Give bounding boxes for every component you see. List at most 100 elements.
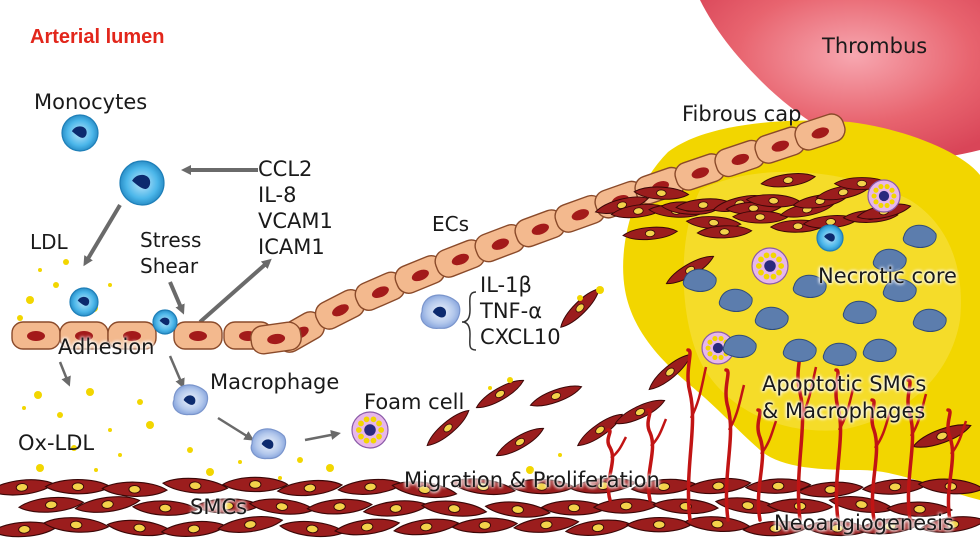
apoptotic-cell (754, 306, 789, 330)
ldl-particle (53, 282, 59, 288)
monocyte-cell (69, 287, 99, 317)
smooth-muscle-cell (622, 226, 679, 241)
immune-cells (61, 114, 947, 460)
smooth-muscle-cell (540, 500, 608, 516)
apoptotic-label-line1: Apoptotic SMCs (762, 372, 927, 396)
neovessel (646, 408, 655, 502)
smooth-muscle-cell (160, 520, 228, 537)
ldl-particle (38, 268, 42, 272)
neovessel-branch (610, 436, 628, 459)
smooth-muscle-cell (625, 517, 693, 533)
chemokine-item: ICAM1 (258, 235, 325, 259)
smooth-muscle-cell (276, 479, 344, 497)
ldl-particle (26, 296, 34, 304)
necrotic-core-shade (683, 171, 961, 431)
chemokine-item: CCL2 (258, 157, 313, 181)
arterial-lumen-label: Arterial lumen (30, 26, 165, 48)
neovessel-branch (689, 366, 708, 419)
chemokine-list: CCL2 IL-8 VCAM1 ICAM1 (258, 156, 333, 260)
foam-cell (751, 247, 789, 285)
smooth-muscle-cell (919, 516, 980, 533)
neovessel (946, 408, 955, 522)
neovessel-branch (950, 420, 968, 455)
smooth-muscle-cell (451, 517, 519, 534)
arrows (58, 165, 477, 442)
ldl-particle (558, 453, 562, 457)
adhesion-label: Adhesion (58, 335, 155, 359)
arrow-macrophage-to-next (217, 416, 255, 441)
endothelial-cell (11, 321, 61, 350)
neovessel (756, 408, 765, 522)
smooth-muscle-cell (594, 196, 650, 214)
smooth-muscle-cell (610, 203, 667, 219)
apoptotic-cell (882, 278, 917, 302)
endothelial-cell (173, 321, 223, 350)
smooth-muscle-cell (106, 519, 173, 537)
smooth-muscle-cell (393, 518, 460, 536)
ecs-label: ECs (432, 212, 470, 236)
apoptotic-cell (842, 300, 877, 324)
apoptotic-label-line2: & Macrophages (762, 399, 926, 423)
smooth-muscle-cell (633, 186, 690, 200)
apoptotic-cell (722, 334, 757, 358)
smooth-muscle-cell (684, 516, 751, 532)
smooth-muscle-cell (74, 496, 141, 513)
smooth-muscle-cell (714, 497, 782, 514)
thrombus-region (700, 0, 980, 160)
neovessel-branch (909, 393, 928, 437)
smooth-muscle-cell (334, 518, 401, 536)
foam-cell (351, 411, 389, 449)
ldl-particle (108, 428, 112, 432)
ldl-particle (63, 259, 69, 265)
cytokine-item: TNF-α (480, 299, 543, 323)
macrophage-cell (420, 294, 461, 329)
macrophage-cell (172, 384, 209, 416)
ldl-particle (22, 406, 26, 410)
ldl-particle (596, 286, 604, 294)
ldl-particle (36, 464, 44, 472)
smooth-muscle-cell (131, 500, 199, 516)
neovessels (606, 348, 968, 522)
smooth-muscle-cell (685, 477, 752, 495)
arrow-ldl-to-oxldl (58, 361, 71, 387)
neovessel (834, 368, 843, 522)
apoptotic-cell (912, 308, 947, 332)
smooth-muscle-cell (760, 173, 817, 188)
smooth-muscle-cell (508, 478, 575, 495)
ldl-particle (278, 476, 282, 480)
smooth-muscle-cell (449, 478, 517, 496)
ldl-particle (146, 421, 154, 429)
smooth-muscle-cell (17, 496, 85, 513)
endothelial-cell (107, 321, 157, 350)
shear-label: Shear (140, 254, 199, 278)
smooth-muscle-cell (696, 225, 753, 239)
neovessel (870, 398, 879, 522)
ox-ldl-label: Ox-LDL (18, 431, 95, 455)
smooth-muscle-cell (475, 379, 525, 409)
chemokine-item: IL-8 (258, 183, 297, 207)
arrow-to-foam-cell (304, 430, 341, 442)
ldl-particle (17, 315, 23, 321)
neovessel-branch (650, 418, 668, 447)
ldl-particle (94, 468, 98, 472)
smooth-muscle-cell (744, 478, 812, 494)
cytokine-item: IL-1β (480, 273, 532, 297)
smooth-muscle-cell (828, 496, 895, 514)
smooth-muscle-cell (0, 479, 56, 496)
neovessel-branch (873, 411, 892, 449)
endothelial-cell (394, 255, 446, 294)
ldl-particle (488, 386, 492, 390)
arrow-endothelium-to-chemokines (198, 258, 272, 324)
apoptotic-cell (822, 342, 857, 366)
apoptotic-cell (862, 338, 897, 362)
smooth-muscle-cell (861, 478, 929, 495)
ldl-particle (507, 377, 513, 383)
apoptotic-cell (782, 338, 817, 362)
smooth-muscle-cell (731, 210, 789, 224)
neovessel-branch (799, 366, 818, 419)
endothelium (11, 113, 846, 355)
smooth-muscle-cell (248, 498, 316, 515)
smooth-muscle-cell (426, 409, 470, 447)
smooth-muscle-cell (217, 516, 284, 533)
